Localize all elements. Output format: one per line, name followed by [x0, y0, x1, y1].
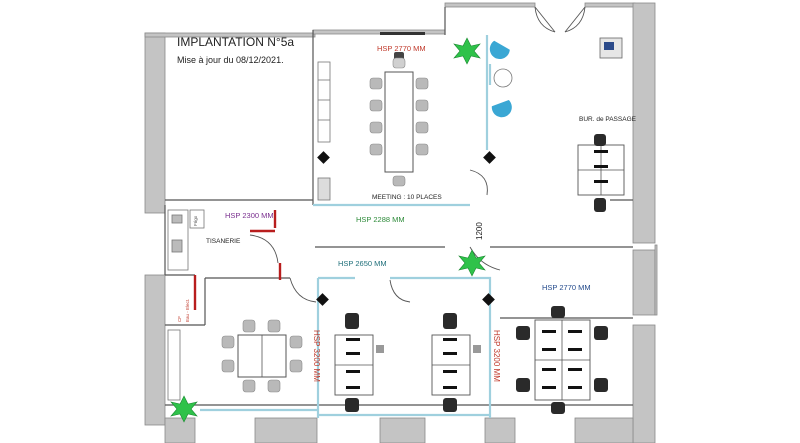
wall-top-mid	[312, 29, 446, 35]
tisanerie-height-label: HSP 2300 MM	[225, 211, 274, 220]
outer-walls	[144, 2, 658, 443]
corridor-height-label: HSP 2288 MM	[356, 215, 405, 224]
printer-icon	[599, 37, 623, 59]
office-right-height-label: HSP 3200 MM	[492, 330, 501, 382]
passage-name-label: BUR. de PASSAGE	[579, 116, 637, 123]
left-office-chairs	[221, 319, 303, 393]
wall-bottom-1	[164, 417, 196, 443]
wall-bottom-3	[379, 417, 426, 443]
meeting-height-label: HSP 2770 MM	[377, 44, 426, 53]
wall-top-left-cap	[144, 32, 316, 38]
office-desks-right	[431, 334, 471, 396]
office-chairs-left	[345, 313, 384, 412]
open-space-chairs	[516, 306, 608, 414]
passage-desks	[577, 134, 625, 212]
cf-label: CF	[177, 316, 182, 322]
meeting-shelf	[317, 61, 331, 201]
plant-icon	[170, 37, 486, 423]
wall-bottom-2	[254, 417, 318, 443]
tisanerie-appliances	[167, 209, 205, 271]
lounge-chairs	[489, 40, 513, 118]
tisanerie-name-label: TISANERIE	[206, 238, 241, 245]
wall-bottom-4	[484, 417, 516, 443]
wall-right-bottom	[632, 324, 656, 443]
hall-height-label: HSP 2650 MM	[338, 259, 387, 268]
tv-screen	[380, 32, 425, 35]
office-desks-left	[334, 334, 374, 396]
wall-right-lower	[632, 249, 656, 316]
wall-top-right	[444, 2, 536, 8]
red-partitions	[193, 210, 282, 310]
office-chairs-right	[443, 313, 481, 412]
plan-title: IMPLANTATION N°5a	[177, 35, 294, 49]
wall-top-left	[144, 32, 166, 214]
wall-bottom-5	[574, 417, 634, 443]
plan-subtitle: Mise à jour du 08/12/2021.	[177, 55, 284, 65]
corridor-dimension-label: 1200	[475, 222, 484, 240]
left-storage	[167, 329, 181, 401]
column-marker-icon	[316, 151, 496, 306]
door-swing-icon	[249, 6, 586, 303]
office-left-height-label: HSP 3200 MM	[312, 330, 321, 382]
meeting-name-label: MEETING : 10 PLACES	[372, 194, 442, 201]
wall-right-notch	[654, 244, 658, 316]
left-office-table	[237, 334, 287, 378]
frigo-label: Frigo	[193, 215, 198, 226]
meeting-chairs	[369, 57, 429, 187]
open-right-height-label: HSP 2770 MM	[542, 283, 591, 292]
wall-left-lower	[144, 274, 166, 426]
wall-right	[632, 2, 656, 244]
wall-top-right2	[584, 2, 636, 8]
open-space-desks	[534, 319, 591, 401]
meeting-table	[384, 52, 414, 173]
water-label: Eau - Elect.	[185, 299, 190, 322]
